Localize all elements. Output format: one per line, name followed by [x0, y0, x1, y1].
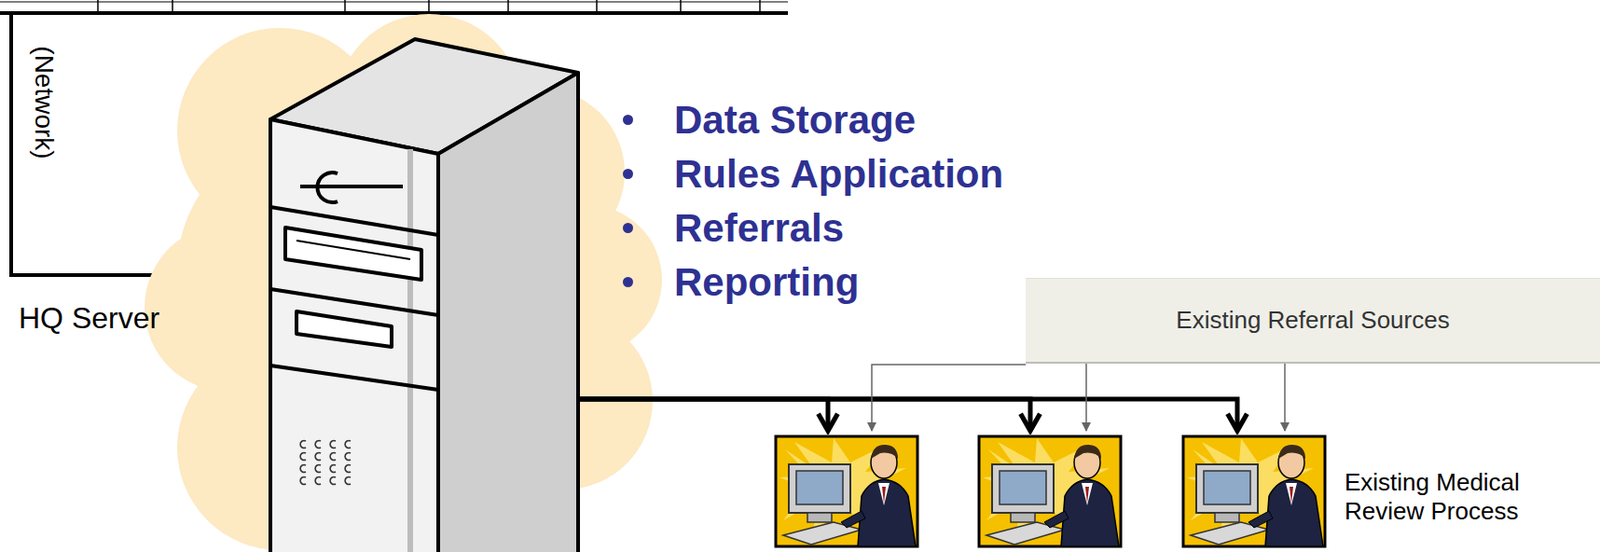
label-holder: Referrals — [622, 206, 844, 251]
connector-branch — [578, 399, 1031, 431]
network-bus — [578, 399, 1238, 431]
group-caption: Existing Medical Review Process — [1344, 468, 1573, 526]
reviewer-icon — [775, 436, 918, 547]
referral-arrow — [871, 363, 1285, 431]
referral-box: Existing Referral Sources — [1025, 277, 1600, 364]
bullet-dot — [622, 276, 634, 288]
review-group: Existing Medical Review Process — [769, 430, 1600, 552]
function-item: Rules Application — [674, 151, 1004, 196]
function-item: Reporting — [674, 260, 859, 304]
label-holder: Reporting — [622, 260, 859, 305]
connector-branch — [1283, 363, 1286, 431]
server-box: HQ Server — [270, 32, 579, 552]
connector-branch — [871, 364, 1026, 431]
connector-branch — [578, 399, 1238, 431]
connector-branch — [1085, 363, 1088, 431]
function-item: Data Storage — [674, 97, 916, 142]
bullet-dot — [622, 222, 634, 234]
label-holder: Rules Application — [622, 151, 1004, 197]
label-holder: (Network) — [28, 45, 59, 159]
function-item: Referrals — [674, 206, 844, 250]
node-heading: HQ Server — [18, 300, 160, 336]
reviewer-icon — [979, 436, 1121, 547]
server-tower — [270, 39, 579, 552]
network-label: (Network) — [29, 45, 59, 159]
connector-branch — [578, 399, 828, 431]
reviewer-icon — [1183, 436, 1325, 547]
cloud — [144, 13, 663, 552]
table-edge — [0, 0, 788, 14]
bullet-dot — [622, 168, 634, 180]
label-holder: Data Storage — [622, 97, 916, 143]
bullet-dot — [622, 114, 634, 125]
box-text: Existing Referral Sources — [1175, 305, 1449, 335]
